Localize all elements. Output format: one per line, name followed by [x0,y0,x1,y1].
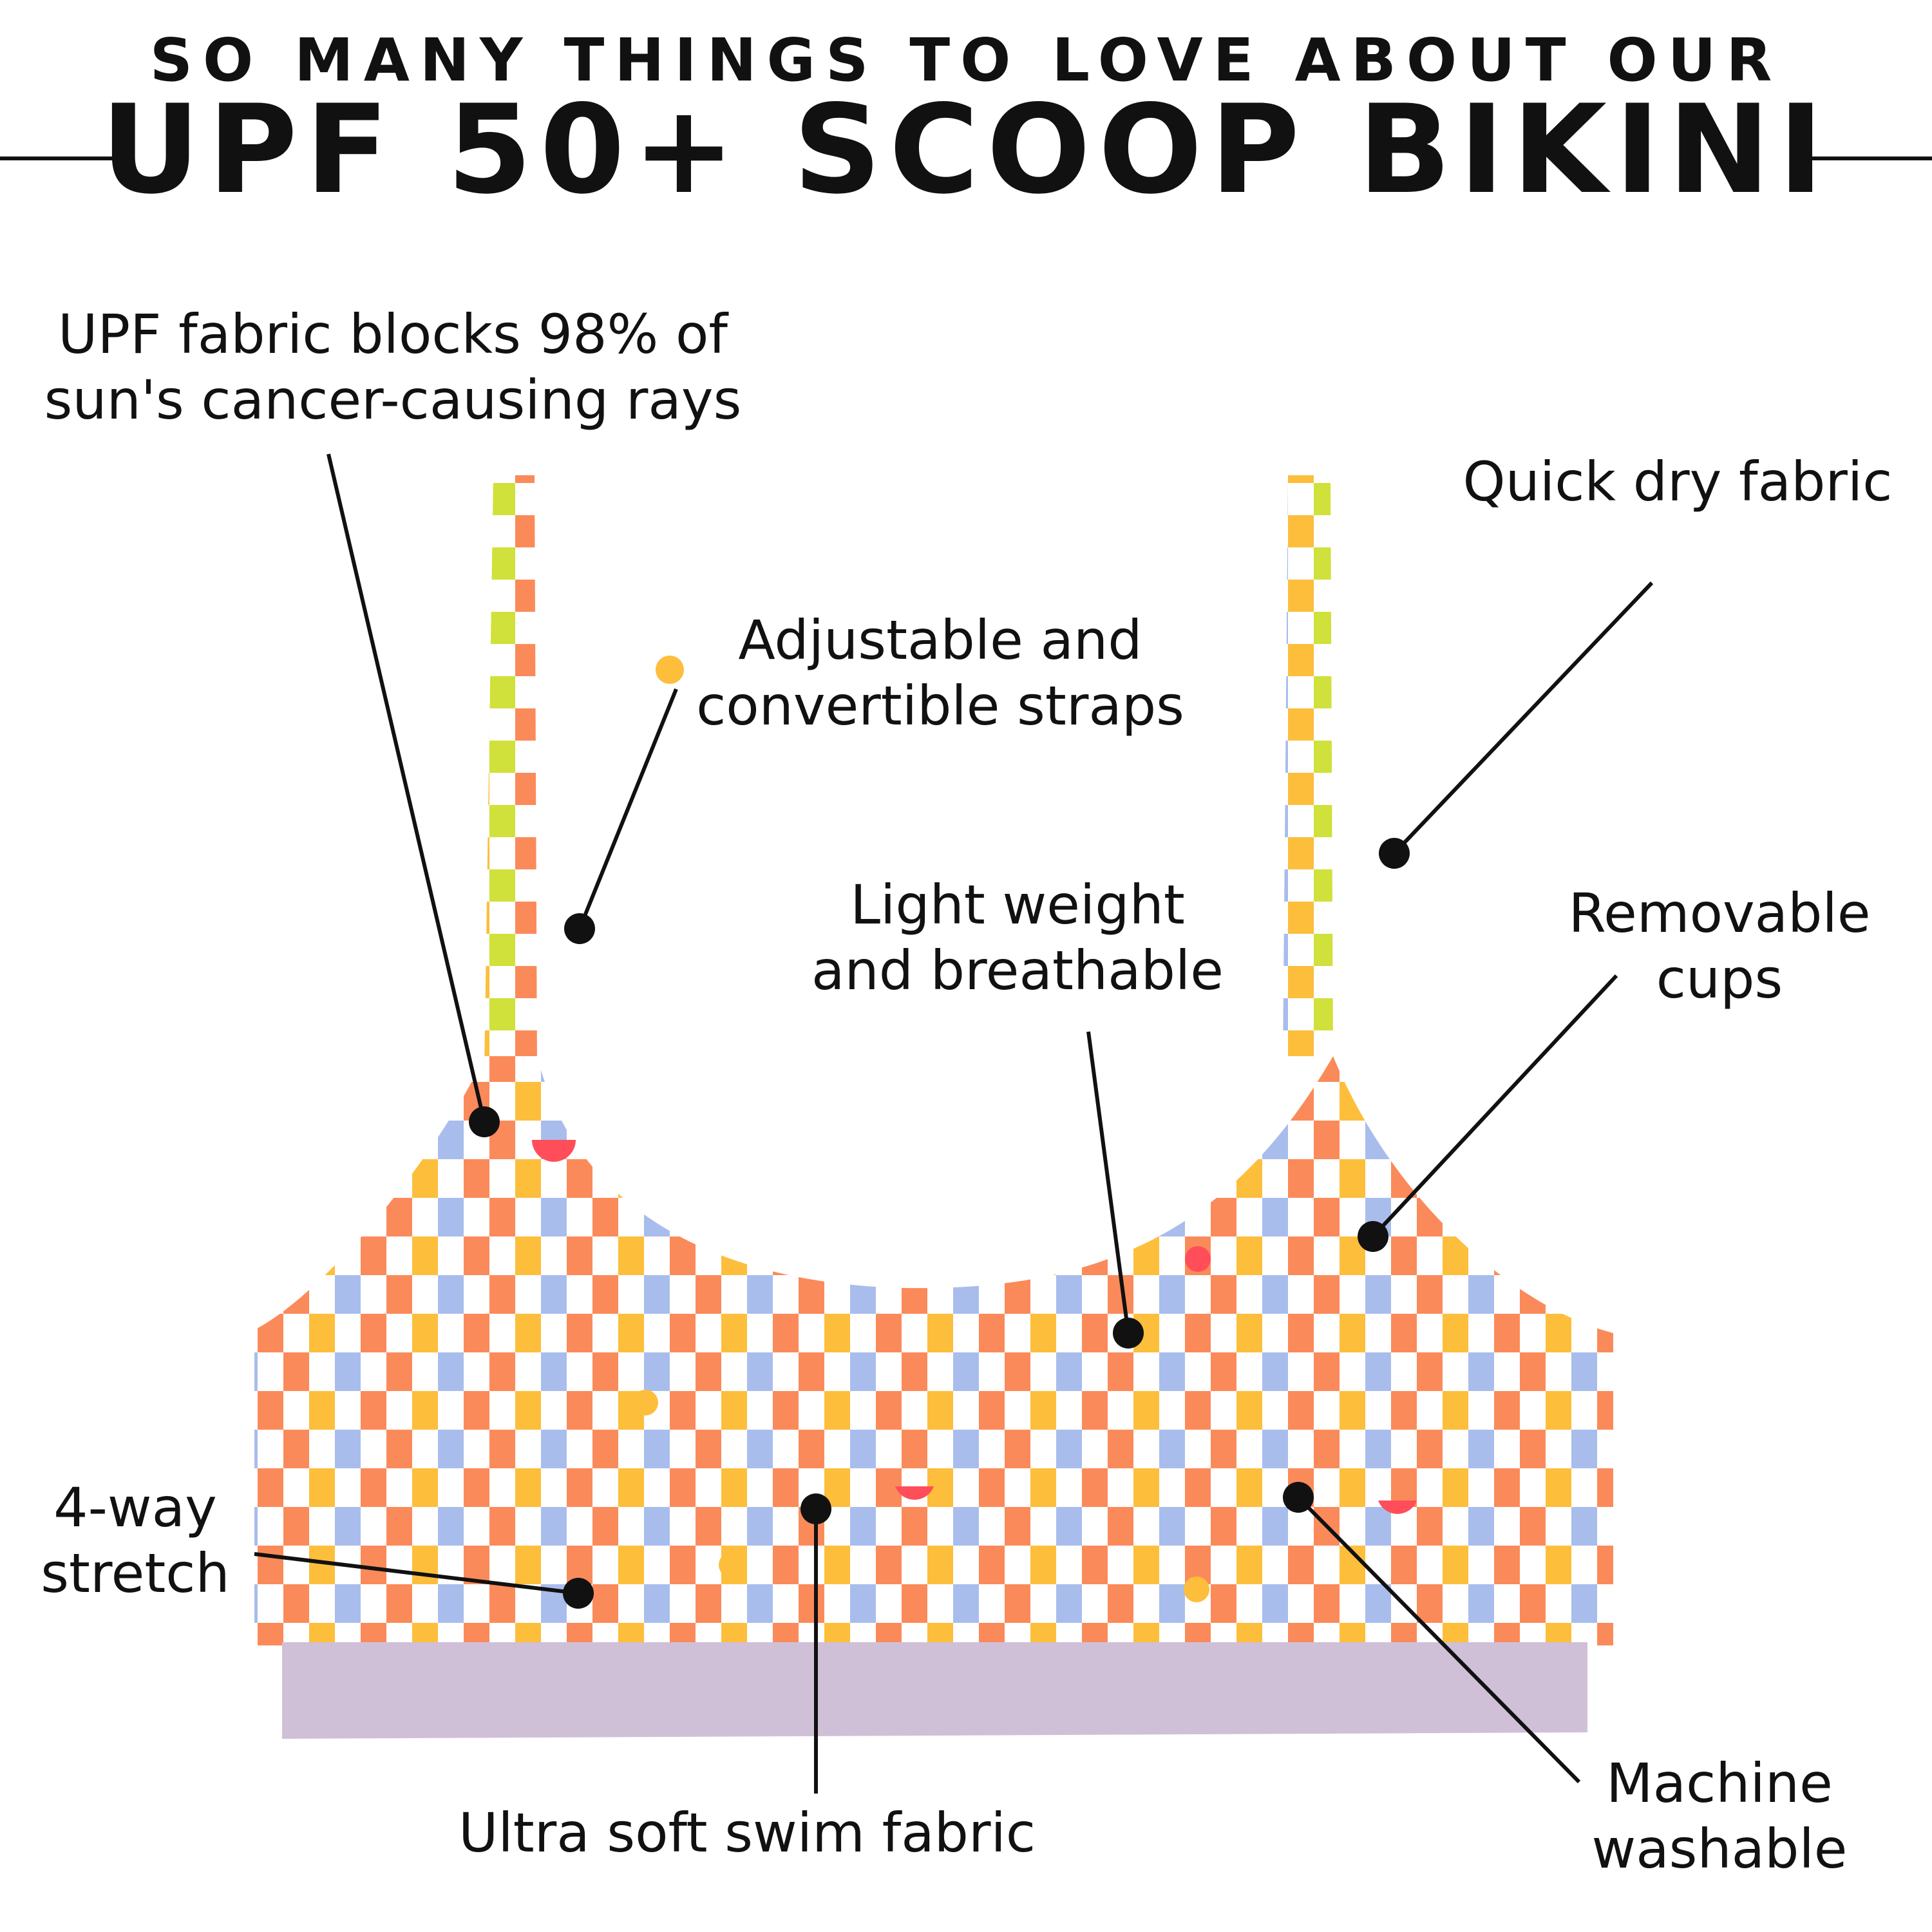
callout-soft-line1: Ultra soft swim fabric [458,1801,1036,1864]
dot-upf [469,1106,500,1137]
callout-quick-dry-line1: Quick dry fabric [1463,450,1893,513]
callout-light-line2: and breathable [811,939,1224,1003]
dot-washable [1283,1482,1314,1513]
leader-lines [254,453,1654,1794]
callout-upf-line1: UPF fabric blocks 98% of [58,303,728,366]
callout-soft: Ultra soft swim fabric [425,1800,1069,1866]
watermelon-motif [895,1486,934,1500]
title-rule-right [1803,156,1932,160]
leader-straps [578,688,678,930]
callout-stretch-line1: 4-way [53,1476,217,1539]
callout-upf: UPF fabric blocks 98% of sun's cancer-ca… [26,301,760,433]
bikini-top-body [254,1056,1613,1645]
callout-washable-line1: Machine [1606,1752,1833,1815]
sun-motif [656,656,684,684]
callout-upf-line2: sun's cancer-causing rays [44,368,742,432]
print-motifs [532,656,1417,1602]
watermelon-motif [532,1140,576,1162]
left-strap [484,475,537,1069]
callout-stretch: 4-way stretch [26,1475,245,1607]
callout-cups: Removable cups [1546,880,1893,1012]
callout-washable: Machine washable [1558,1750,1880,1882]
callout-quick-dry: Quick dry fabric [1443,449,1913,515]
dot-stretch [563,1578,594,1609]
leader-dots [469,838,1410,1609]
title-rule-left [0,156,129,160]
dot-straps [564,913,595,944]
dot-light [1113,1318,1144,1349]
callout-light: Light weight and breathable [792,872,1243,1004]
watermelon-motif [1378,1501,1417,1514]
leader-cups [1371,974,1618,1238]
leader-light [1086,1031,1130,1334]
sun-motif [1184,1577,1209,1602]
callout-cups-line1: Removable [1568,882,1871,945]
callout-light-line1: Light weight [850,873,1185,936]
right-strap [1283,475,1333,1056]
headline-title: UPF 50+ SCOOP BIKINI [100,79,1832,221]
callout-stretch-line2: stretch [41,1542,230,1605]
dot-quick-dry [1379,838,1410,869]
callout-straps-line1: Adjustable and [738,609,1142,672]
callout-cups-line2: cups [1656,947,1783,1011]
callout-washable-line2: washable [1591,1817,1848,1881]
sun-motif [632,1390,658,1416]
strawberry-motif [1185,1246,1211,1272]
leader-stretch [254,1552,579,1595]
dot-cups [1358,1221,1388,1252]
bikini-underband [282,1642,1587,1739]
dot-soft [800,1493,831,1524]
leader-quick-dry [1392,581,1654,855]
callout-straps: Adjustable and convertible straps [683,607,1198,739]
sun-motif [719,1552,744,1578]
leader-upf [327,453,486,1122]
callout-straps-line2: convertible straps [696,674,1184,738]
leader-washable [1296,1495,1581,1784]
headline-kicker: SO MANY THINGS TO LOVE ABOUT OUR [149,26,1783,95]
